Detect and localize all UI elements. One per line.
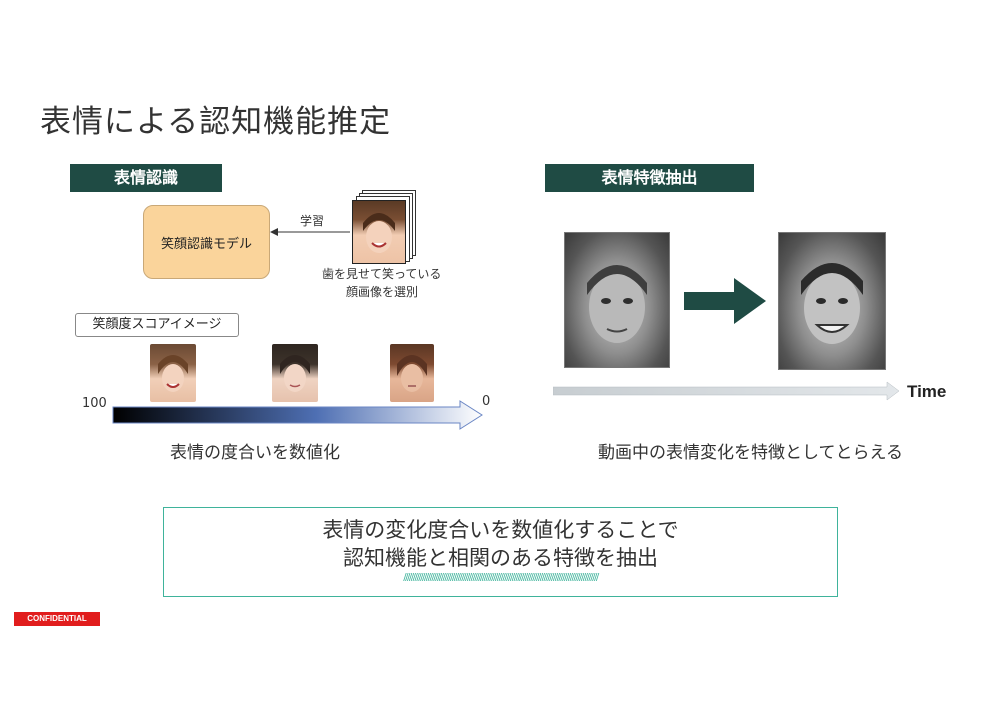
- change-arrow-icon: [684, 278, 766, 324]
- smile-face-high: [150, 344, 196, 402]
- model-label: 笑顔認識モデル: [160, 236, 252, 252]
- smile-score-image-label: 笑顔度スコアイメージ: [75, 313, 239, 337]
- smile-recognition-model-box: 笑顔認識モデル: [143, 205, 270, 279]
- smile-face-low: [390, 344, 434, 402]
- page-title: 表情による認知機能推定: [40, 104, 392, 140]
- slight-smile-face-icon: [280, 355, 310, 392]
- section-header-expression-recognition: 表情認識: [70, 164, 222, 192]
- smiling-face-photo-icon: [363, 213, 395, 253]
- smiling-average-face-icon: [801, 263, 863, 344]
- average-face-neutral: [564, 232, 670, 368]
- neutral-face-icon: [397, 355, 427, 392]
- time-arrow: [553, 381, 900, 401]
- time-label: Time: [907, 382, 947, 401]
- confidential-badge: CONFIDENTIAL: [14, 612, 100, 626]
- summary-underline: ////////////////////////////////////////…: [403, 572, 599, 583]
- left-caption: 表情の度合いを数値化: [170, 443, 340, 463]
- right-caption: 動画中の表情変化を特徴としてとらえる: [598, 443, 903, 463]
- section-header-feature-extraction: 表情特徴抽出: [545, 164, 754, 192]
- select-text-line2: 顔画像を選別: [346, 285, 419, 299]
- neutral-average-face-icon: [587, 265, 647, 343]
- summary-line2: 認知機能と相関のある特徴を抽出: [343, 546, 658, 570]
- summary-line1: 表情の変化度合いを数値化することで: [322, 518, 679, 542]
- summary-box: 表情の変化度合いを数値化することで 認知機能と相関のある特徴を抽出 //////…: [163, 507, 838, 597]
- learn-label: 学習: [300, 214, 325, 228]
- score-gradient-arrow: [112, 400, 483, 430]
- scale-max-label: 100: [82, 396, 107, 411]
- average-face-smiling: [778, 232, 886, 370]
- learn-arrow-icon: [270, 228, 350, 236]
- training-photo-stack: [352, 190, 416, 264]
- smile-face-mid: [272, 344, 318, 402]
- select-text-line1: 歯を見せて笑っている: [322, 267, 442, 281]
- smiling-face-icon: [158, 355, 188, 392]
- scale-min-label: 0: [482, 394, 491, 409]
